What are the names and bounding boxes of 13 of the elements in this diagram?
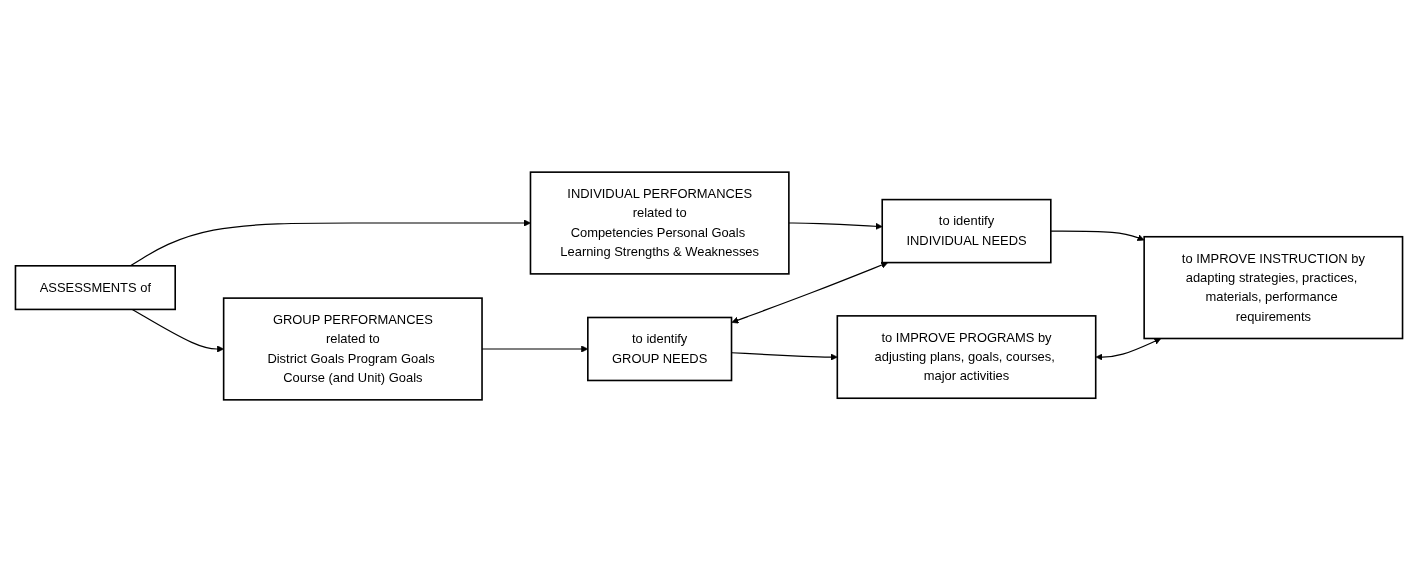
- node-box: ASSESSMENTS of: [14, 264, 176, 310]
- arrow: [129, 218, 531, 266]
- arrow: [1095, 337, 1162, 361]
- node-box: to IMPROVE INSTRUCTION by adapting strategies, practices, materials, performance requirements: [1143, 235, 1404, 339]
- node-box: to identify INDIVIDUAL NEEDS: [881, 198, 1052, 263]
- node-box: GROUP PERFORMANCES related to District Goals Program Goals Course (and Unit) Goals: [222, 296, 483, 401]
- node-box: INDIVIDUAL PERFORMANCES related to Competencies Personal Goals Learning Strengths & Weaknesses: [529, 170, 790, 275]
- node-box: to IMPROVE PROGRAMS by adjusting plans, goals, courses, major activities: [836, 314, 1097, 399]
- node-box: to identify GROUP NEEDS: [587, 316, 733, 381]
- arrow: [131, 308, 224, 353]
- arrow: [731, 261, 889, 323]
- arrow: [1050, 230, 1145, 241]
- arrow: [788, 221, 883, 230]
